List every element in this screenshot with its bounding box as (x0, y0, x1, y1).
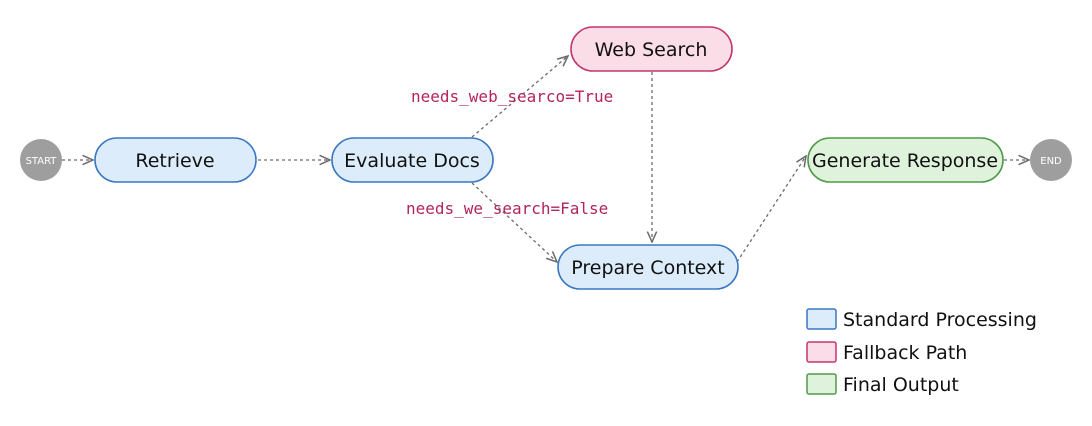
node-retrieve-label: Retrieve (135, 150, 214, 172)
legend-item-fallback: Fallback Path (806, 341, 967, 364)
legend-label-fallback: Fallback Path (843, 342, 967, 364)
end-node: END (1030, 139, 1072, 181)
node-evaluate-docs-label: Evaluate Docs (344, 150, 480, 172)
node-web-search: Web Search (570, 26, 733, 72)
start-label: START (26, 156, 58, 167)
edges (62, 56, 1029, 262)
node-prepare-context: Prepare Context (557, 244, 739, 290)
edge-label-web-false: needs_we_search=False (406, 199, 608, 218)
node-web-search-label: Web Search (595, 39, 708, 61)
node-prepare-context-label: Prepare Context (571, 257, 724, 279)
start-node: START (20, 139, 62, 181)
legend: Standard Processing Fallback Path Final … (806, 308, 1037, 396)
node-generate-response-label: Generate Response (812, 150, 998, 172)
legend-label-standard: Standard Processing (843, 309, 1037, 331)
legend-item-standard: Standard Processing (806, 308, 1037, 331)
node-retrieve: Retrieve (94, 137, 257, 183)
legend-item-output: Final Output (806, 373, 959, 396)
edge-prepare-generate (736, 156, 806, 263)
legend-label-output: Final Output (843, 374, 959, 396)
edge-label-web-true: needs_web_searco=True (411, 87, 613, 106)
node-evaluate-docs: Evaluate Docs (331, 137, 494, 183)
edge-evaluate-prepare (471, 182, 557, 262)
node-generate-response: Generate Response (807, 137, 1004, 183)
end-label: END (1040, 156, 1062, 167)
edge-evaluate-websearch (471, 56, 568, 138)
